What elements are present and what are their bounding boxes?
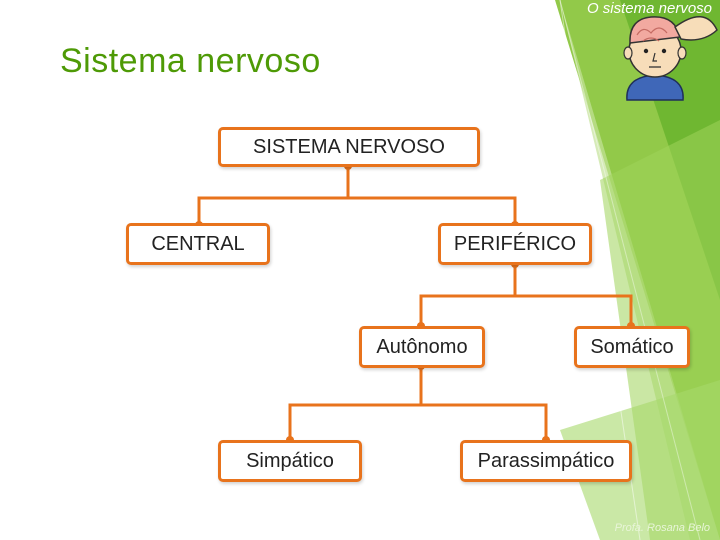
connector-root-periferico (348, 196, 517, 225)
node-parassimpatico: Parassimpático (460, 440, 632, 482)
footer-caption: Profa. Rosana Belo (614, 522, 710, 534)
node-periferico: PERIFÉRICO (438, 223, 592, 265)
connector-periferico-autonomo (419, 264, 517, 326)
connector-root-central (197, 166, 350, 225)
corner-caption: O sistema nervoso (586, 0, 712, 17)
node-simpatico: Simpático (218, 440, 362, 482)
slide-title: Sistema nervoso (60, 42, 321, 80)
node-autonomo: Autônomo (359, 326, 485, 368)
connector-autonomo-parassimpatico (421, 403, 548, 440)
node-somatico: Somático (574, 326, 690, 368)
node-central: CENTRAL (126, 223, 270, 265)
connector-periferico-somatico (515, 294, 633, 326)
node-sistema-nervoso: SISTEMA NERVOSO (218, 127, 480, 167)
connector-autonomo-simpatico (288, 366, 423, 440)
